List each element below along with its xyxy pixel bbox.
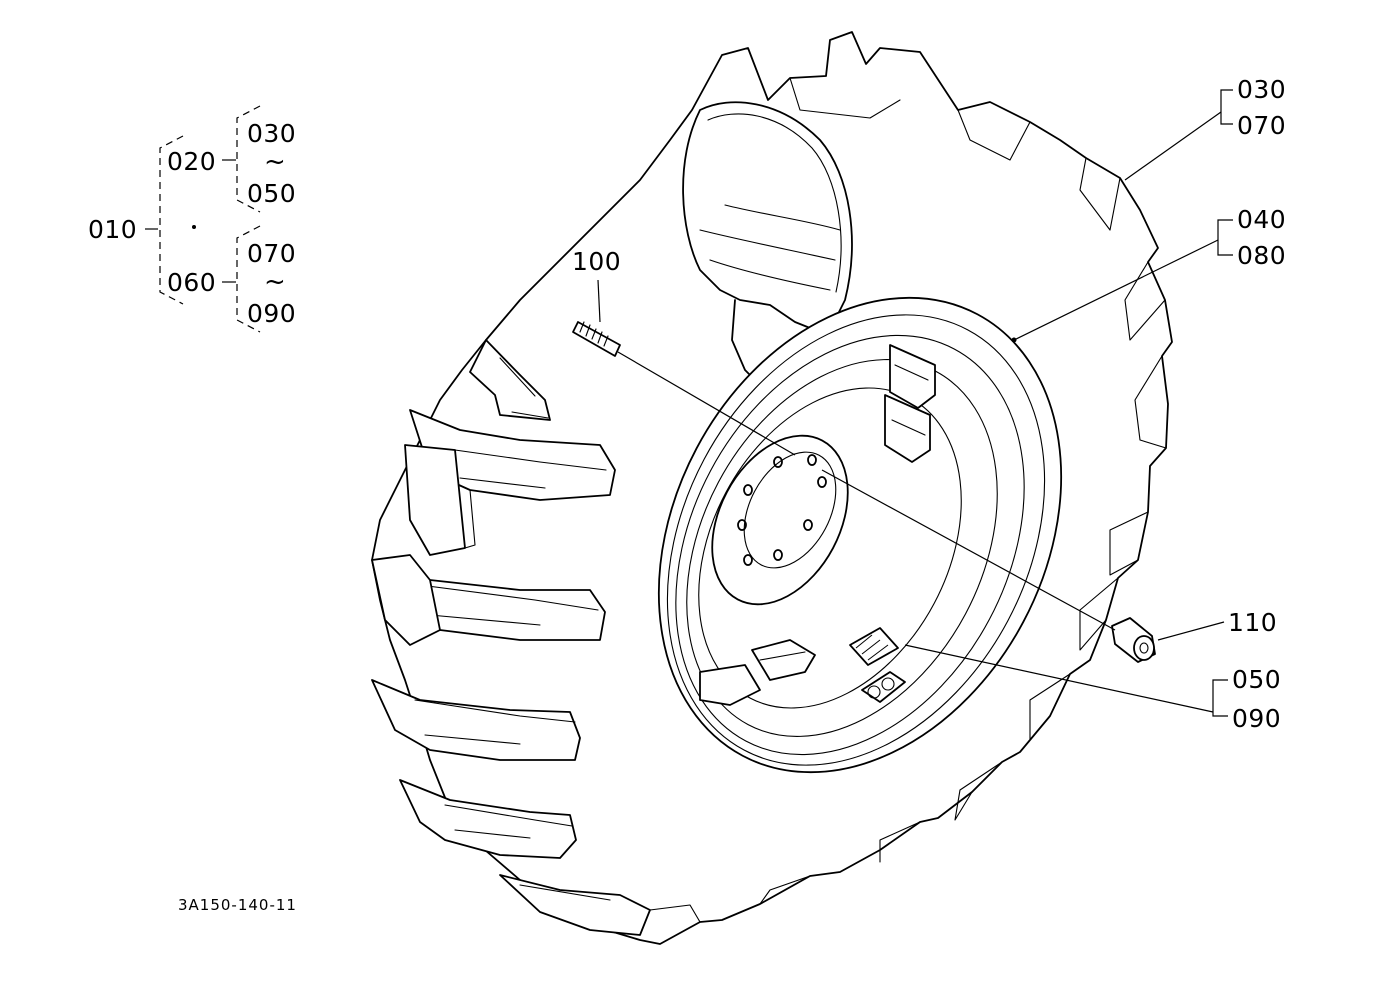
label-050-top: 050 bbox=[247, 179, 296, 208]
callout-090: 090 bbox=[1232, 704, 1281, 733]
label-010: 010 bbox=[88, 215, 137, 244]
callout-110: 110 bbox=[1228, 608, 1277, 637]
label-060: 060 bbox=[167, 268, 216, 297]
rim-clamp-upper bbox=[884, 344, 936, 463]
parts-hierarchy-tree: 010 020 030 ~ 050 060 070 ~ 090 bbox=[88, 105, 296, 333]
hierarchy-dot bbox=[192, 225, 196, 229]
tire-cutaway-section bbox=[682, 101, 853, 463]
label-030-top: 030 bbox=[247, 119, 296, 148]
label-020: 020 bbox=[167, 147, 216, 176]
label-090-top: 090 bbox=[247, 299, 296, 328]
stud-bolt bbox=[572, 321, 796, 456]
bolt-holes bbox=[737, 454, 827, 566]
wheel-disc-center bbox=[711, 434, 849, 606]
label-070-top: 070 bbox=[247, 239, 296, 268]
tread-lugs-left bbox=[371, 339, 651, 936]
valve-stem bbox=[861, 671, 906, 703]
callout-030: 030 bbox=[1237, 75, 1286, 104]
wheel-rim bbox=[657, 296, 1063, 774]
drawing-code: 3A150-140-11 bbox=[178, 896, 297, 914]
tilde-lower: ~ bbox=[264, 267, 286, 297]
callout-040: 040 bbox=[1237, 205, 1286, 234]
callout-080: 080 bbox=[1237, 241, 1286, 270]
callout-050: 050 bbox=[1232, 665, 1281, 694]
rim-clamp-lower bbox=[699, 639, 816, 706]
callout-100: 100 bbox=[572, 247, 621, 276]
callout-070: 070 bbox=[1237, 111, 1286, 140]
callouts: 100 030 070 040 080 110 050 090 bbox=[572, 75, 1286, 733]
tread-lugs-right bbox=[649, 77, 1167, 923]
wheel-nut bbox=[821, 469, 1156, 663]
rim-label-plate bbox=[849, 627, 899, 666]
tilde-upper: ~ bbox=[264, 147, 286, 177]
